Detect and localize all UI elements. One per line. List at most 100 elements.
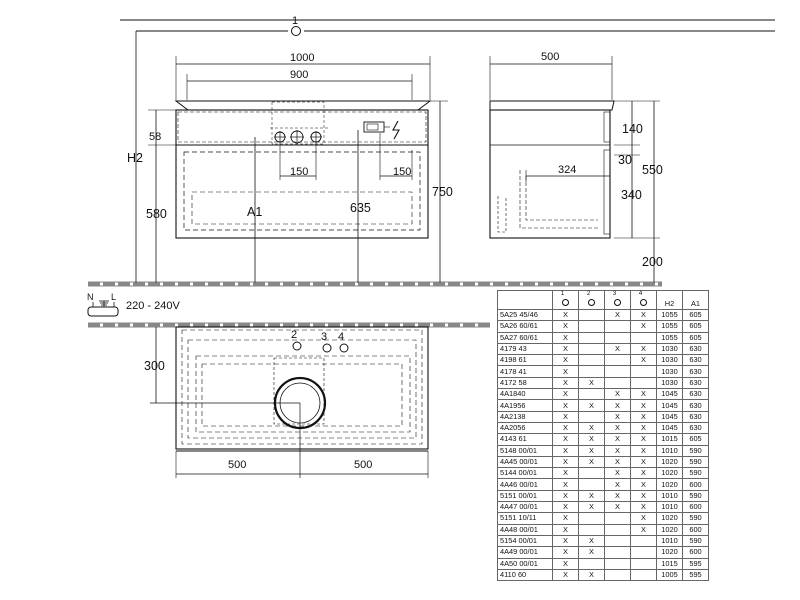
table-cell	[604, 557, 631, 570]
table-cell: 630	[682, 342, 709, 356]
table-cell-article: 4179 43	[497, 342, 553, 356]
top-reference: 1	[120, 15, 775, 36]
table-cell: X	[552, 376, 579, 390]
table-cell: X	[552, 534, 579, 548]
connection-1-icon	[291, 26, 301, 36]
table-cell: 605	[682, 308, 709, 322]
table-cell: 1020	[656, 478, 683, 491]
table-cell: X	[630, 455, 657, 469]
table-cell-article: 4A1840	[497, 388, 553, 401]
table-cell: X	[552, 331, 579, 344]
dim-depth-500: 500	[541, 51, 559, 63]
table-cell: 630	[682, 354, 709, 367]
table-cell: 630	[682, 365, 709, 378]
table-cell	[578, 478, 605, 491]
table-cell: 1020	[656, 455, 683, 469]
table-cell: X	[604, 478, 631, 491]
table-cell	[604, 523, 631, 536]
table-cell: 600	[682, 501, 709, 514]
table-cell: 1045	[656, 399, 683, 412]
table-cell: X	[604, 388, 631, 401]
table-cell: 1010	[656, 489, 683, 503]
table-cell: X	[630, 399, 657, 412]
dim-150-right: 150	[393, 166, 411, 178]
table-cell: X	[604, 410, 631, 423]
table-cell: 590	[682, 467, 709, 480]
table-cell: X	[552, 433, 579, 446]
table-cell: X	[578, 444, 605, 457]
table-cell: 1055	[656, 308, 683, 322]
table-cell: 1045	[656, 421, 683, 435]
table-cell: X	[552, 523, 579, 536]
table-cell: 1010	[656, 534, 683, 548]
table-cell: 1055	[656, 320, 683, 333]
table-cell-article: 4178 41	[497, 365, 553, 378]
table-cell: 1030	[656, 376, 683, 390]
table-cell: X	[578, 546, 605, 559]
table-cell: X	[578, 455, 605, 469]
table-cell: X	[630, 512, 657, 525]
table-cell: X	[604, 489, 631, 503]
dim-width-900: 900	[290, 69, 308, 81]
table-cell	[604, 546, 631, 559]
table-cell: 1010	[656, 501, 683, 514]
table-cell	[578, 365, 605, 378]
dim-140: 140	[622, 122, 643, 136]
table-cell: X	[552, 546, 579, 559]
table-cell: X	[578, 399, 605, 412]
table-cell-article: 4110 60	[497, 568, 553, 582]
table-cell-article: 5151 00/01	[497, 489, 553, 503]
table-cell: 1015	[656, 433, 683, 446]
dim-58: 58	[149, 131, 161, 143]
table-cell: X	[552, 512, 579, 525]
dim-340: 340	[621, 188, 642, 202]
table-cell: X	[552, 467, 579, 480]
table-cell: X	[552, 568, 579, 582]
plan-connection-4-label: 4	[338, 331, 344, 343]
table-cell: X	[552, 354, 579, 367]
table-cell: 1030	[656, 342, 683, 356]
table-cell: 595	[682, 557, 709, 570]
table-cell-article: 4A1956	[497, 399, 553, 412]
table-cell: X	[578, 433, 605, 446]
dim-300: 300	[144, 359, 165, 373]
table-cell	[578, 388, 605, 401]
voltage-label: 220 - 240V	[126, 300, 180, 312]
table-cell: 600	[682, 478, 709, 491]
table-cell: X	[578, 376, 605, 390]
plan-connection-2-label: 2	[291, 329, 297, 341]
table-cell-article: 4198 61	[497, 354, 553, 367]
table-cell: X	[552, 342, 579, 356]
table-cell: 630	[682, 376, 709, 390]
table-cell: 1045	[656, 410, 683, 423]
table-cell	[604, 354, 631, 367]
table-header-4: 4	[630, 290, 657, 310]
dim-200: 200	[642, 255, 663, 269]
table-cell: X	[630, 501, 657, 514]
table-cell: X	[630, 320, 657, 333]
table-cell: 1020	[656, 512, 683, 525]
table-cell: 600	[682, 523, 709, 536]
table-cell: 590	[682, 455, 709, 469]
table-cell: 1020	[656, 467, 683, 480]
table-cell-article: 4172 58	[497, 376, 553, 390]
plan-connection-3-label: 3	[321, 331, 327, 343]
table-cell	[630, 557, 657, 570]
table-header-3: 3	[604, 290, 631, 310]
table-cell	[604, 365, 631, 378]
connection-1-label: 1	[292, 15, 298, 27]
table-cell: 1030	[656, 354, 683, 367]
